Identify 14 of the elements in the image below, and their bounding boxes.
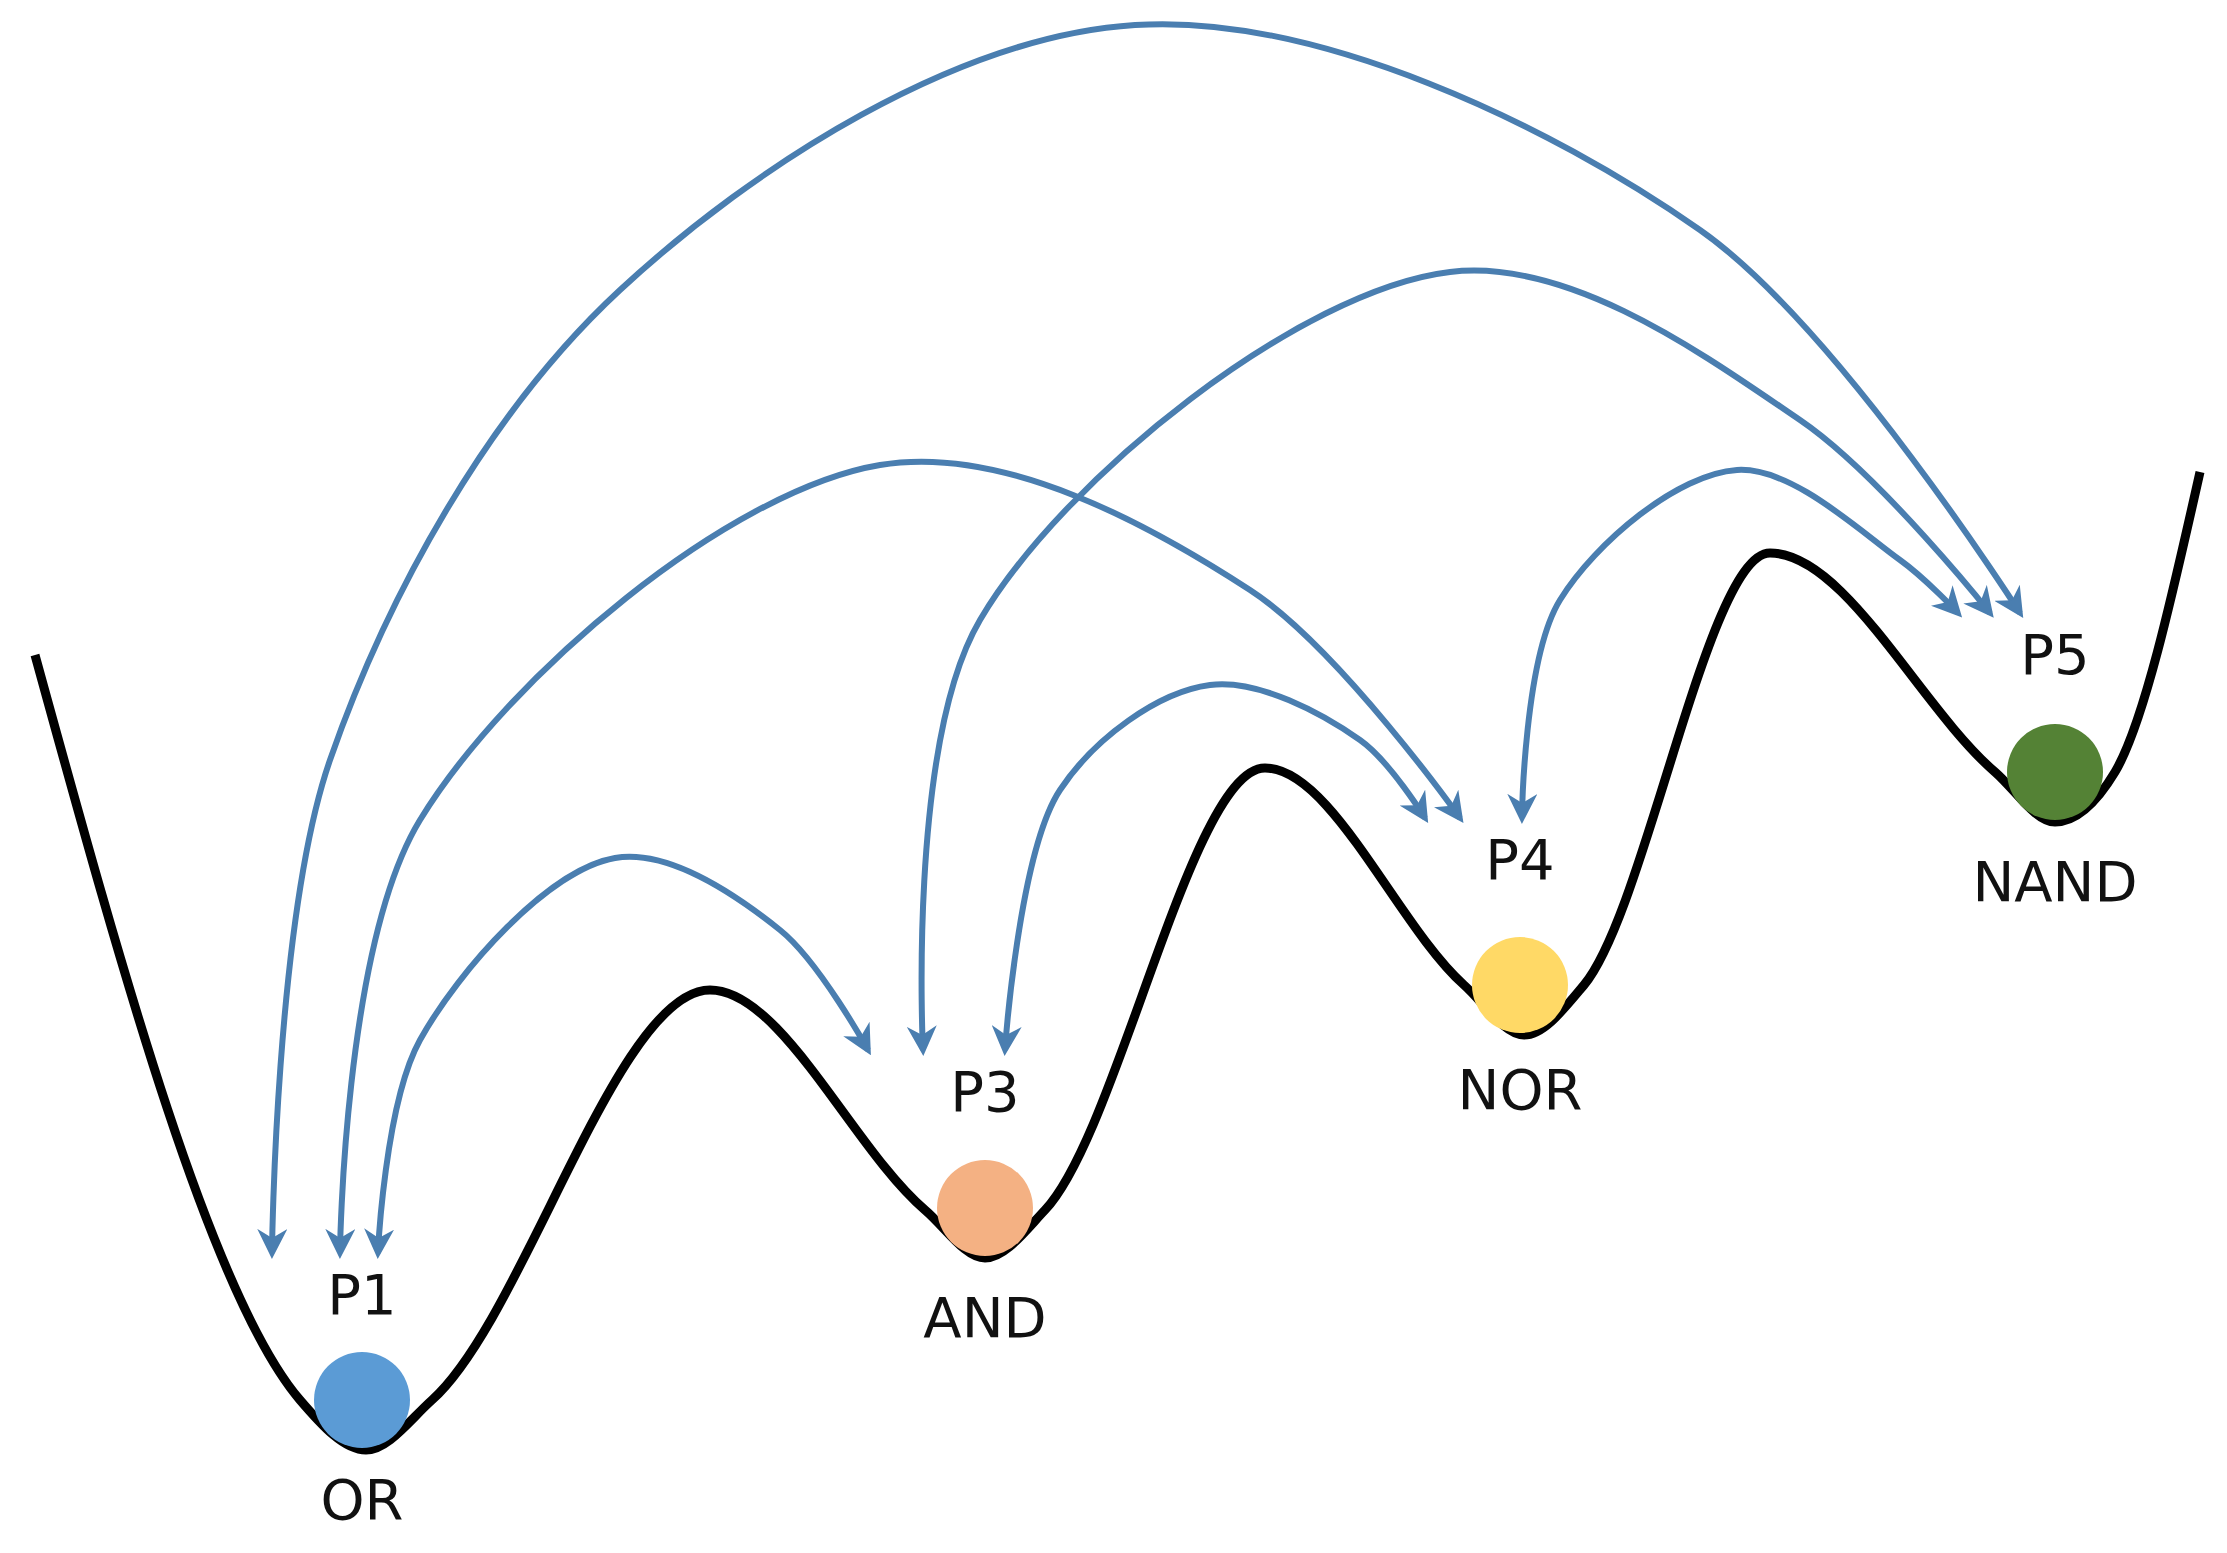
state-label: P3 bbox=[949, 1060, 1021, 1124]
arrow bbox=[325, 459, 1464, 1259]
arrow bbox=[364, 853, 871, 1259]
gate-label: NAND bbox=[1971, 850, 2139, 914]
gate-label: NOR bbox=[1456, 1058, 1584, 1122]
state-label: P5 bbox=[2019, 623, 2091, 687]
arrow bbox=[991, 681, 1429, 1056]
state-label: P4 bbox=[1484, 828, 1556, 892]
arrow bbox=[1507, 467, 1963, 824]
arrow bbox=[257, 21, 2024, 1259]
arrow bbox=[906, 268, 1994, 1056]
gate-label: AND bbox=[922, 1286, 1048, 1350]
state-label: P1 bbox=[326, 1263, 398, 1327]
gate-label: OR bbox=[319, 1468, 405, 1532]
